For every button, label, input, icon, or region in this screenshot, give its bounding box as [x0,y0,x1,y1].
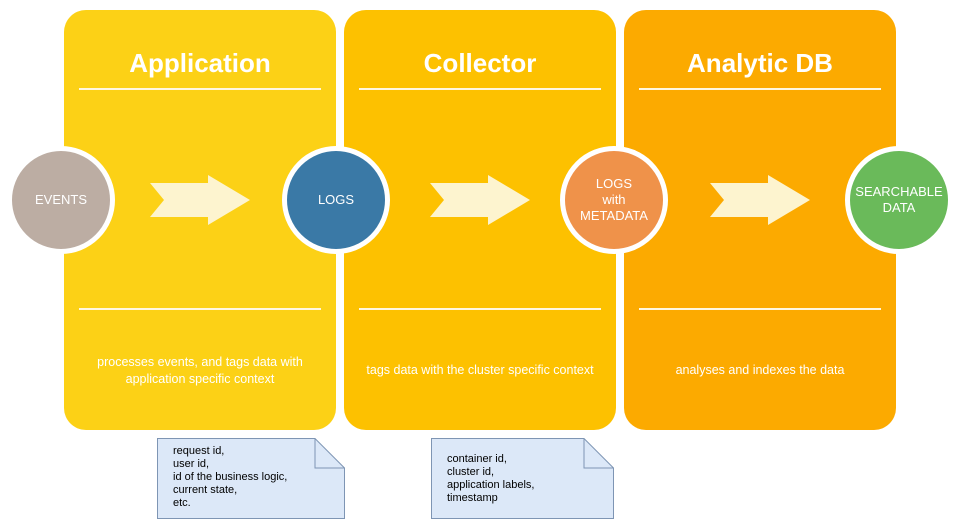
collector-context-text: container id, cluster id, application la… [447,453,535,504]
analytic-db-title: Analytic DB [687,48,833,78]
collector-top-divider [359,88,601,90]
searchable-data-label: SEARCHABLE DATA [855,184,943,215]
application-top-divider [79,88,321,90]
analytic-db-description: analyses and indexes the data [675,363,845,377]
analytic-db-bottom-divider [639,308,881,310]
application-bottom-divider [79,308,321,310]
events-label: EVENTS [34,192,87,207]
analytic-db-top-divider [639,88,881,90]
application-title: Application [129,48,271,78]
collector-title: Collector [423,48,537,78]
application-description: processes events, and tags data with app… [97,355,303,386]
events-node: EVENTS [7,146,115,254]
application-context-text: request id, user id, id of the business … [173,445,288,509]
note-shape-icon [431,438,614,519]
note-shape-icon [157,438,345,519]
logs-metadata-node: LOGS with METADATA [560,146,668,254]
logs-metadata-label: LOGS with METADATA [580,176,648,223]
arrow-icon [430,175,530,225]
arrow-icon [710,175,810,225]
logs-label: LOGS [317,192,355,207]
collector-description: tags data with the cluster specific cont… [366,363,594,377]
logs-node: LOGS [282,146,390,254]
collector-bottom-divider [359,308,601,310]
searchable-data-node: SEARCHABLE DATA [845,146,953,254]
arrow-icon [150,175,250,225]
collector-context-note: container id, cluster id, application la… [431,438,614,519]
application-context-note: request id, user id, id of the business … [157,438,345,519]
